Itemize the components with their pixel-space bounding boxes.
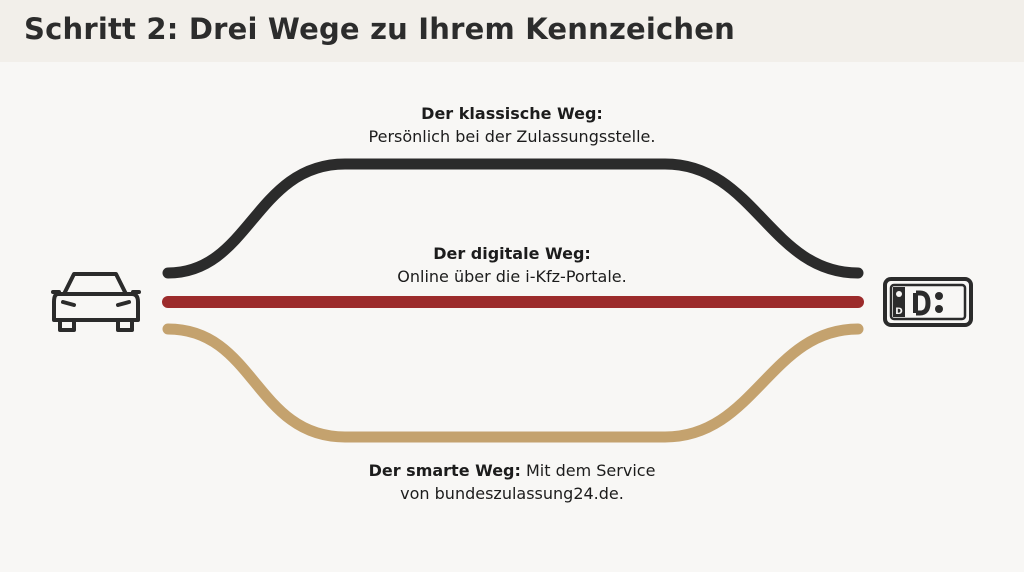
header-bar: Schritt 2: Drei Wege zu Ihrem Kennzeiche…	[0, 0, 1024, 62]
route-line-classic	[162, 158, 864, 279]
route-description-digital: Online über die i-Kfz-Portale.	[397, 267, 627, 286]
route-label-digital: Der digitale Weg: Online über die i-Kfz-…	[252, 242, 772, 288]
route-description-smart-part2: von bundeszulassung24.de.	[400, 484, 624, 503]
route-label-classic: Der klassische Weg: Persönlich bei der Z…	[252, 102, 772, 148]
route-description-classic: Persönlich bei der Zulassungsstelle.	[368, 127, 656, 146]
route-label-smart: Der smarte Weg: Mit dem Service von bund…	[252, 459, 772, 505]
route-title-smart: Der smarte Weg:	[368, 461, 521, 480]
route-description-smart-part1: Mit dem Service	[520, 461, 656, 480]
route-line-smart	[162, 323, 864, 443]
route-title-classic: Der klassische Weg:	[421, 104, 603, 123]
license-plate-icon: D	[883, 277, 973, 327]
plate-country-code: D	[895, 307, 902, 317]
car-icon	[51, 272, 141, 332]
route-title-digital: Der digitale Weg:	[433, 244, 591, 263]
page-title: Schritt 2: Drei Wege zu Ihrem Kennzeiche…	[24, 12, 735, 46]
